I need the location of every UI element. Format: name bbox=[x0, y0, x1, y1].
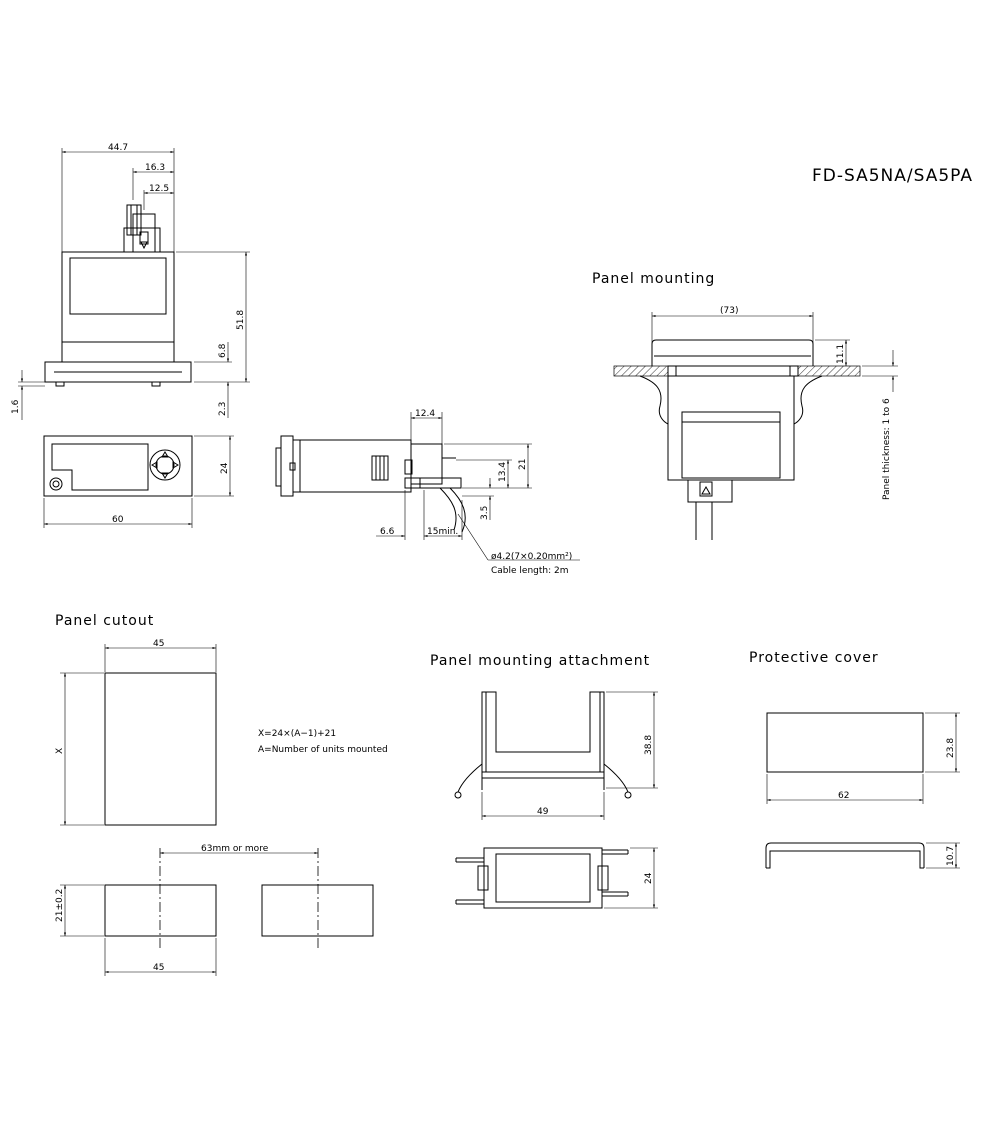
dim-pc-gap: 63mm or more bbox=[201, 844, 269, 854]
protective-cover-view: 23.8 62 10.7 bbox=[765, 712, 960, 869]
panel-mounting-attachment-view: 38.8 49 24 bbox=[454, 691, 658, 909]
dim-front-base: 6.8 bbox=[218, 343, 228, 358]
dim-pc-small-height: 21±0.2 bbox=[55, 889, 65, 922]
dim-front-width-overall: 44.7 bbox=[108, 143, 128, 153]
dim-pm-height: 11.1 bbox=[836, 344, 846, 364]
dim-side-height: 21 bbox=[518, 459, 528, 470]
formula: X=24×(A−1)+21 bbox=[258, 729, 336, 739]
dim-att-width: 49 bbox=[537, 807, 549, 817]
dim-front-width-16: 16.3 bbox=[145, 163, 165, 173]
dim-front-height: 51.8 bbox=[236, 310, 246, 330]
dim-pc-width-bottom: 45 bbox=[153, 963, 164, 973]
dim-front-left: 1.6 bbox=[11, 399, 21, 414]
formula-definition: A=Number of units mounted bbox=[258, 745, 388, 755]
dim-side-left: 6.6 bbox=[380, 527, 395, 537]
dim-att-bottom-height: 24 bbox=[644, 872, 654, 884]
dim-side-low: 3.5 bbox=[480, 506, 490, 520]
top-view: 60 24 bbox=[43, 435, 234, 528]
dim-cov-bottom-height: 10.7 bbox=[946, 846, 956, 866]
panel-mounting-view: (73) 11.1 Panel thickness: 1 to 6 bbox=[613, 306, 898, 540]
dim-side-min: 15min. bbox=[427, 527, 458, 537]
heading-panel-cutout: Panel cutout bbox=[55, 613, 154, 629]
heading-protective-cover: Protective cover bbox=[749, 650, 879, 666]
panel-cutout-view: 45 X X=24×(A−1)+21 A=Number of units mou… bbox=[55, 639, 388, 976]
heading-panel-mounting: Panel mounting bbox=[592, 271, 715, 287]
dim-top-width: 60 bbox=[112, 515, 124, 525]
dim-front-foot: 2.3 bbox=[218, 402, 228, 416]
dim-att-height: 38.8 bbox=[644, 735, 654, 755]
dim-pm-width: (73) bbox=[720, 306, 738, 316]
panel-thickness: Panel thickness: 1 to 6 bbox=[882, 398, 892, 500]
cable-spec: ø4.2(7×0.20mm²) bbox=[491, 552, 572, 562]
side-view: 12.4 21 13.4 3.5 6.6 15min. ø4.2(7×0.20m… bbox=[275, 409, 580, 576]
dim-side-mid: 13.4 bbox=[498, 462, 508, 482]
heading-panel-mounting-attachment: Panel mounting attachment bbox=[430, 653, 650, 669]
model-title: FD-SA5NA/SA5PA bbox=[812, 166, 973, 186]
dim-cov-height: 23.8 bbox=[946, 738, 956, 758]
dim-pc-width-top: 45 bbox=[153, 639, 164, 649]
dim-pc-height: X bbox=[55, 748, 65, 754]
dim-front-width-12: 12.5 bbox=[149, 184, 169, 194]
cable-length: Cable length: 2m bbox=[491, 566, 568, 576]
dim-side-top: 12.4 bbox=[415, 409, 435, 419]
front-view: 44.7 16.3 12.5 51.8 6.8 2.3 1 bbox=[11, 143, 250, 420]
dim-cov-width: 62 bbox=[838, 791, 849, 801]
dim-top-height: 24 bbox=[220, 462, 230, 474]
